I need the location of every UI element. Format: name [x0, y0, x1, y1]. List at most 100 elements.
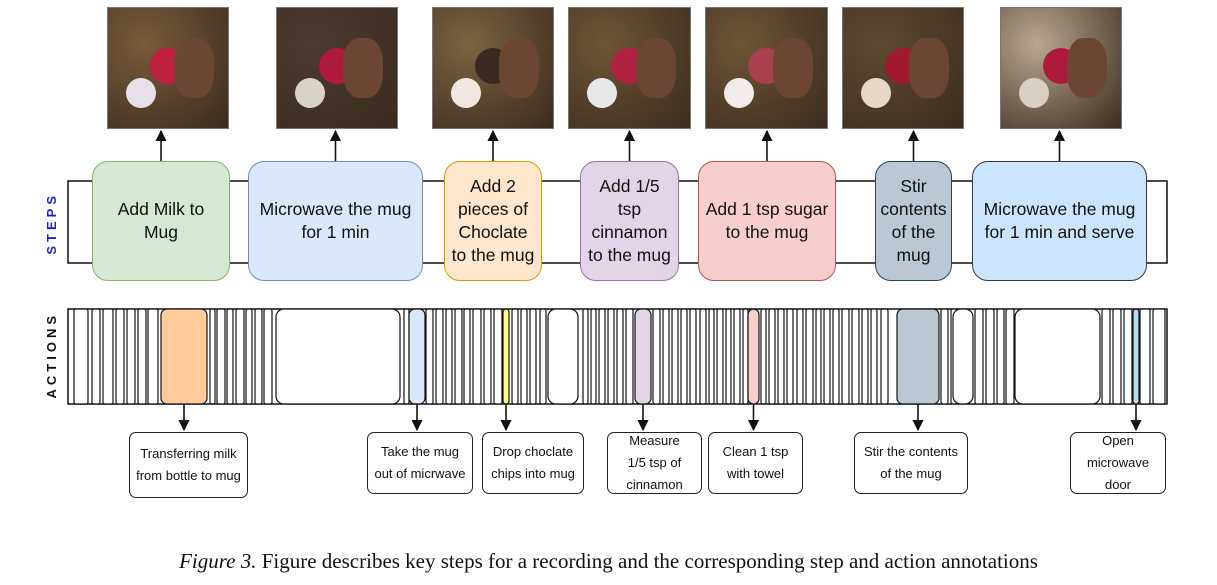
- photo-hand-shape: [499, 38, 539, 98]
- action-segment: [796, 308, 804, 405]
- step-label: Add 1 tsp sugar to the mug: [705, 199, 829, 242]
- step-box: Add 1 tsp sugar to the mug: [698, 161, 836, 281]
- photo-item-shape: [126, 78, 156, 108]
- microwave-photo: [276, 7, 398, 129]
- action-segment: [263, 308, 273, 405]
- action-segment: [245, 308, 253, 405]
- step-box: Add Milk to Mug: [92, 161, 230, 281]
- step-label: Microwave the mug for 1 min and serve: [983, 199, 1136, 242]
- action-label-box: Clean 1 tsp with towel: [708, 432, 803, 494]
- action-segment: [699, 308, 707, 405]
- steps-side-label: STEPS: [44, 192, 59, 255]
- action-segment: [91, 308, 101, 405]
- photo-hand-shape: [635, 38, 676, 98]
- step-box: Add 1/5 tsp cinnamon to the mug: [580, 161, 679, 281]
- action-label-box: Open microwave door: [1070, 432, 1166, 494]
- action-segment: [777, 308, 785, 405]
- action-segment: [216, 308, 226, 405]
- action-segment: [768, 308, 776, 405]
- action-segment: [115, 308, 125, 405]
- action-segment: [147, 308, 159, 405]
- action-highlight-segment: [408, 308, 426, 405]
- action-segment: [996, 308, 1005, 405]
- photo-item-shape: [451, 78, 481, 108]
- action-segment: [235, 308, 245, 405]
- action-segment: [520, 308, 528, 405]
- action-segment: [625, 308, 634, 405]
- action-segment: [590, 308, 597, 405]
- action-segment: [1152, 308, 1166, 405]
- action-segment: [209, 308, 216, 405]
- action-highlight-segment: [747, 308, 760, 405]
- step-box: Microwave the mug for 1 min and serve: [972, 161, 1147, 281]
- action-segment: [652, 308, 661, 405]
- action-segment: [689, 308, 697, 405]
- photo-item-shape: [587, 78, 618, 108]
- action-label: Take the mug out of micrwave: [374, 444, 466, 481]
- step-label: Stir contents of the mug: [880, 176, 947, 265]
- action-segment: [137, 308, 147, 405]
- action-segment: [733, 308, 741, 405]
- action-segment-wide: [275, 308, 401, 405]
- action-segment: [73, 308, 89, 405]
- action-segment: [403, 308, 410, 405]
- action-segment: [985, 308, 995, 405]
- action-segment: [425, 308, 434, 405]
- photo-hand-shape: [772, 38, 813, 98]
- step-label: Microwave the mug for 1 min: [259, 199, 412, 242]
- action-segment: [598, 308, 606, 405]
- action-segment: [880, 308, 889, 405]
- action-segment: [662, 308, 670, 405]
- action-segment: [716, 308, 724, 405]
- action-segment: [1101, 308, 1111, 405]
- action-segment: [226, 308, 234, 405]
- action-label-box: Take the mug out of micrwave: [367, 432, 473, 494]
- action-label-box: Transferring milk from bottle to mug: [129, 432, 248, 498]
- action-segment: [815, 308, 822, 405]
- action-segment: [435, 308, 444, 405]
- photo-hand-shape: [343, 38, 383, 98]
- stir-photo: [842, 7, 964, 129]
- step-label: Add 2 pieces of Choclate to the mug: [451, 176, 535, 265]
- action-segment: [463, 308, 471, 405]
- step-box: Add 2 pieces of Choclate to the mug: [444, 161, 542, 281]
- action-label: Clean 1 tsp with towel: [722, 444, 789, 481]
- action-segment: [823, 308, 831, 405]
- action-segment: [1123, 308, 1133, 405]
- action-label-box: Measure 1/5 tsp of cinnamon: [607, 432, 702, 494]
- action-segment: [861, 308, 869, 405]
- action-segment: [805, 308, 814, 405]
- action-segment: [742, 308, 749, 405]
- action-segment: [841, 308, 850, 405]
- action-segment: [511, 308, 519, 405]
- action-label: Stir the contents of the mug: [864, 444, 958, 481]
- action-segment: [102, 308, 114, 405]
- action-segment: [1005, 308, 1015, 405]
- milk-pour-photo: [107, 7, 229, 129]
- photo-hand-shape: [1067, 38, 1107, 98]
- photo-item-shape: [1019, 78, 1049, 108]
- action-label-box: Drop choclate chips into mug: [482, 432, 584, 494]
- sugar-photo: [705, 7, 828, 129]
- step-box: Stir contents of the mug: [875, 161, 952, 281]
- action-segment: [870, 308, 878, 405]
- action-segment: [539, 308, 547, 405]
- action-segment: [616, 308, 624, 405]
- action-segment-wide: [547, 308, 579, 405]
- action-segment: [974, 308, 984, 405]
- chocolate-photo: [432, 7, 554, 129]
- action-segment: [1112, 308, 1122, 405]
- action-segment: [725, 308, 732, 405]
- action-segment: [851, 308, 860, 405]
- action-segment: [493, 308, 503, 405]
- action-segment: [483, 308, 492, 405]
- action-segment-wide: [1014, 308, 1101, 405]
- photo-hand-shape: [909, 38, 949, 98]
- caption-prefix: Figure 3.: [179, 549, 257, 573]
- action-label: Measure 1/5 tsp of cinnamon: [626, 433, 683, 492]
- action-segment: [445, 308, 453, 405]
- action-highlight-segment: [160, 308, 208, 405]
- action-segment: [454, 308, 463, 405]
- actions-side-label: ACTIONS: [44, 312, 59, 399]
- action-segment: [786, 308, 794, 405]
